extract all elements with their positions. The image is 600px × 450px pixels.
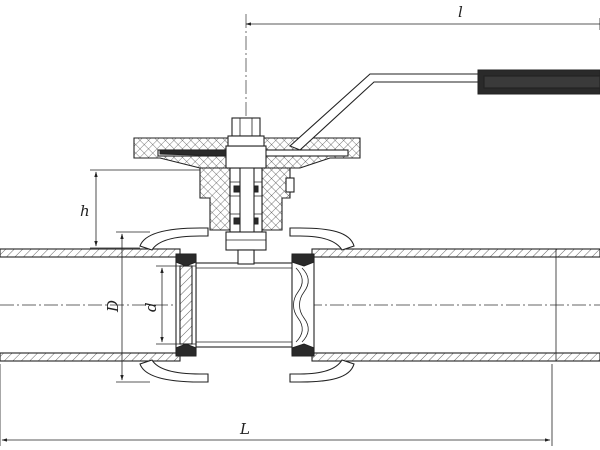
right-seat-ring xyxy=(291,253,315,357)
dimension-L-label: L xyxy=(239,420,250,438)
valve-ball xyxy=(195,262,297,348)
valve-body-shell xyxy=(139,227,355,383)
left-seat-ring xyxy=(175,253,197,357)
dimension-D-label: D xyxy=(104,300,122,313)
dimension-L: L xyxy=(0,364,553,446)
dimension-l: l xyxy=(245,3,600,30)
dimension-d-outer: D xyxy=(104,231,150,383)
dimension-h-label: h xyxy=(80,202,90,220)
dimension-l-label: l xyxy=(458,3,463,21)
stem-nut xyxy=(227,117,265,147)
pipe-lower-wall xyxy=(0,352,600,362)
lever-handle xyxy=(288,69,600,151)
dimension-d-bore: d xyxy=(142,265,196,345)
dimension-d-label: d xyxy=(142,302,160,312)
handle-cover xyxy=(133,137,361,169)
pipe-upper-wall xyxy=(0,248,600,258)
dimension-h: h xyxy=(80,169,200,249)
